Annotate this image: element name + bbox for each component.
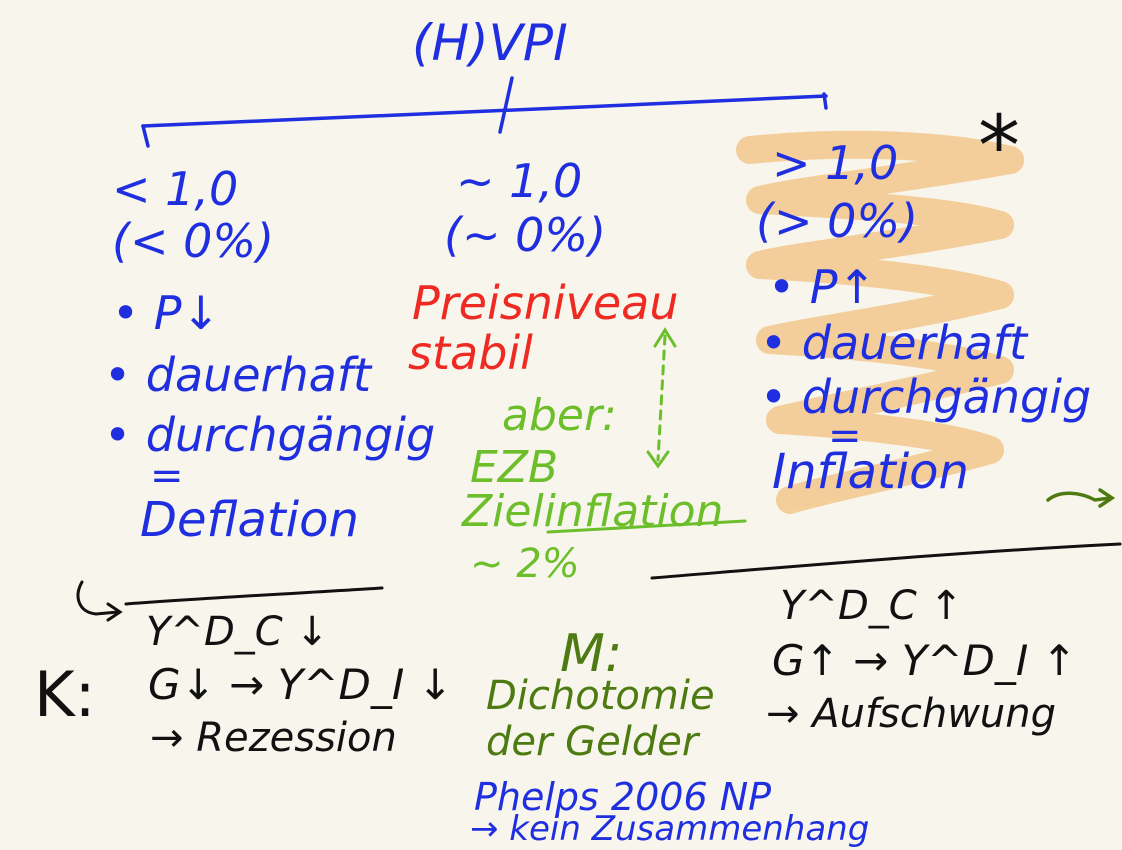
keynes-right-line3: → Aufschwung [766, 691, 1057, 737]
left-bullet-dauerhaft-text: dauerhaft [145, 348, 372, 402]
tree-right-branch [822, 92, 828, 110]
middle-statement-line1: Preisniveau [412, 276, 679, 330]
keynes-left-line1: Y^D_C ↓ [146, 609, 329, 655]
monetarist-line1: Dichotomie [486, 673, 715, 719]
middle-but: aber: [502, 390, 617, 441]
left-condition: < 1,0 [112, 162, 239, 216]
left-bullet-price: • P↓ [112, 286, 221, 340]
diagram-title: (H)VPI [412, 14, 568, 72]
reference-line2: → kein Zusammenhang [470, 809, 870, 849]
left-bullet-durchgaengig: • durchgängig [104, 408, 436, 462]
target-underline [546, 519, 747, 534]
monetarist-label: M: [560, 624, 623, 684]
asterisk-mark: * [978, 97, 1020, 195]
middle-condition: ~ 1,0 [456, 154, 583, 208]
keynes-right-line2: G↑ → Y^D_I ↑ [772, 636, 1077, 685]
keynes-label: K: [34, 658, 96, 731]
monetarist-line2: der Gelder [486, 719, 699, 765]
keynes-hook-arrow [76, 580, 120, 616]
tree-center-branch [498, 76, 514, 134]
right-bullet-durchgaengig: • durchgängig [760, 370, 1092, 424]
right-percent: (> 0%) [756, 194, 919, 248]
middle-target-value: ~ 2% [470, 541, 580, 587]
separator-right [650, 542, 1122, 580]
left-percent: (< 0%) [112, 214, 275, 268]
right-condition: > 1,0 [772, 136, 899, 190]
olive-arrow [1046, 491, 1112, 502]
reference-line1: Phelps 2006 NP [474, 775, 772, 819]
left-result-deflation: Deflation [140, 492, 359, 548]
right-bullet-price-text: P↑ [809, 260, 877, 314]
right-result-inflation: Inflation [772, 444, 969, 500]
left-bullet-price-text: P↓ [153, 286, 221, 340]
keynes-right-line1: Y^D_C ↑ [780, 583, 963, 629]
tree-left-branch [141, 124, 150, 148]
left-bullet-dauerhaft: • dauerhaft [104, 348, 372, 402]
left-equals: = [150, 453, 184, 499]
middle-percent: (~ 0%) [444, 208, 607, 262]
right-bullet-dauerhaft-text: dauerhaft [801, 316, 1028, 370]
keynes-left-line3: → Rezession [150, 715, 397, 761]
stability-double-arrow [656, 334, 667, 462]
right-equals: = [828, 413, 862, 459]
keynes-left-line2: G↓ → Y^D_I ↓ [148, 660, 453, 709]
right-bullet-dauerhaft: • dauerhaft [760, 316, 1028, 370]
right-bullet-durchgaengig-text: durchgängig [801, 370, 1092, 424]
right-bullet-price: • P↑ [768, 260, 877, 314]
tree-horizontal-line [141, 94, 828, 128]
middle-target-label: Zielinflation [462, 486, 724, 537]
left-bullet-durchgaengig-text: durchgängig [145, 408, 436, 462]
middle-ezb: EZB [470, 442, 559, 493]
middle-statement-line2: stabil [408, 326, 533, 380]
separator-left [124, 586, 384, 606]
